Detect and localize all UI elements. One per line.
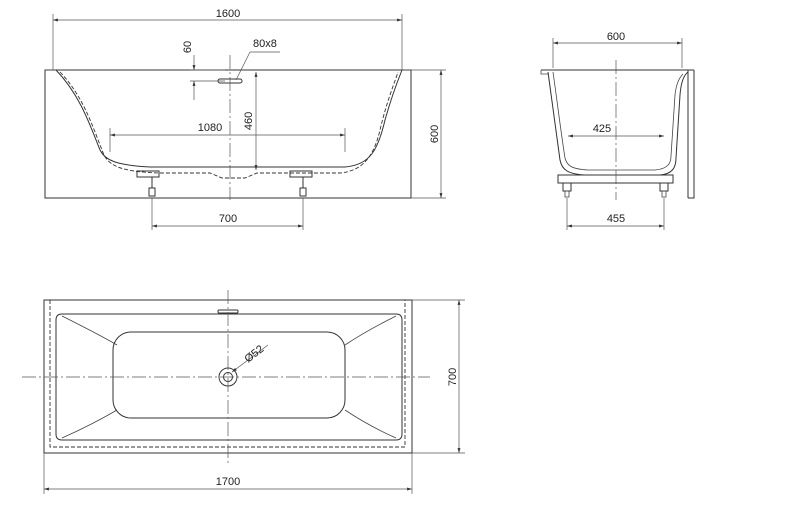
front-inner-profile-dashed bbox=[59, 71, 399, 179]
side-foot-left bbox=[562, 182, 572, 192]
side-view: 600 425 455 bbox=[540, 31, 695, 230]
front-leg-right bbox=[289, 170, 313, 197]
dim-side-leg-spacing: 455 bbox=[607, 213, 625, 225]
dim-front-height: 600 bbox=[429, 125, 441, 143]
dim-side-inner-width: 425 bbox=[593, 123, 611, 135]
top-rim-dashed bbox=[49, 300, 406, 448]
top-view: Ø52 700 1700 bbox=[22, 290, 465, 494]
outlet-leader bbox=[235, 51, 251, 81]
dim-top-length: 1700 bbox=[216, 476, 240, 488]
front-inner-profile bbox=[55, 69, 403, 168]
front-view: 1600 60 80x8 460 1080 600 700 bbox=[44, 8, 446, 230]
top-basin-bottom bbox=[112, 331, 346, 419]
drain-leader bbox=[231, 344, 269, 373]
side-inner-profile bbox=[547, 71, 689, 176]
dim-inner-length: 1080 bbox=[198, 122, 222, 134]
side-base bbox=[557, 174, 674, 184]
dim-outlet-size: 80x8 bbox=[253, 38, 277, 50]
dim-side-width: 600 bbox=[607, 31, 625, 43]
dim-top-width: 700 bbox=[447, 368, 459, 386]
side-wall bbox=[688, 70, 695, 199]
side-inner-profile-2 bbox=[552, 71, 684, 171]
top-corner-lines bbox=[61, 315, 397, 439]
top-rim-profile bbox=[55, 313, 403, 441]
dim-front-length: 1600 bbox=[216, 8, 240, 20]
front-outline bbox=[44, 69, 412, 199]
front-leg-left bbox=[136, 170, 160, 197]
side-foot-right bbox=[659, 182, 669, 192]
dim-outlet-offset: 60 bbox=[182, 41, 194, 53]
side-outer-profile bbox=[541, 69, 689, 198]
dim-leg-spacing: 700 bbox=[219, 213, 237, 225]
dim-drain-diameter: Ø52 bbox=[242, 343, 266, 365]
dim-inner-depth: 460 bbox=[243, 112, 255, 130]
